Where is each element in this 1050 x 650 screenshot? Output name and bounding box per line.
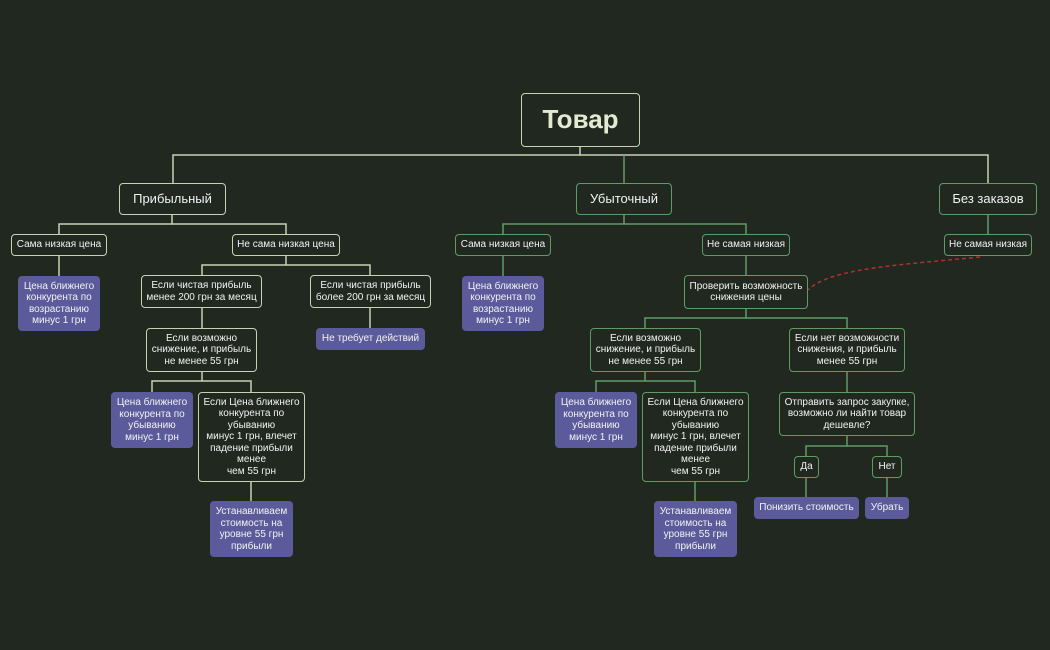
action-profitable-competitor-up[interactable]: Цена ближнего конкурента по возрастанию … bbox=[18, 276, 100, 331]
action-profitable-competitor-down[interactable]: Цена ближнего конкурента по убыванию мин… bbox=[111, 392, 193, 448]
action-lower-cost[interactable]: Понизить стоимость bbox=[754, 497, 859, 519]
node-unprofitable-not-lowest[interactable]: Не самая низкая bbox=[702, 234, 790, 256]
root-node[interactable]: Товар bbox=[521, 93, 640, 147]
node-no[interactable]: Нет bbox=[872, 456, 902, 478]
node-unprofitable-if-drop[interactable]: Если Цена ближнего конкурента по убывани… bbox=[642, 392, 749, 482]
node-profit-over-200[interactable]: Если чистая прибыль более 200 грн за мес… bbox=[310, 275, 431, 308]
node-purchase-request[interactable]: Отправить запрос закупке, возможно ли на… bbox=[779, 392, 915, 436]
node-profitable[interactable]: Прибыльный bbox=[119, 183, 226, 215]
node-unprofitable-cannot-reduce[interactable]: Если нет возможности снижения, и прибыль… bbox=[789, 328, 905, 372]
action-unprofitable-competitor-down[interactable]: Цена ближнего конкурента по убыванию мин… bbox=[555, 392, 637, 448]
node-check-price-reduction[interactable]: Проверить возможность снижения цены bbox=[684, 275, 808, 309]
action-unprofitable-competitor-up[interactable]: Цена ближнего конкурента по возрастанию … bbox=[462, 276, 544, 331]
node-profitable-if-drop[interactable]: Если Цена ближнего конкурента по убывани… bbox=[198, 392, 305, 482]
node-profitable-not-lowest[interactable]: Не сама низкая цена bbox=[232, 234, 340, 256]
node-unprofitable[interactable]: Убыточный bbox=[576, 183, 672, 215]
node-profitable-lowest[interactable]: Сама низкая цена bbox=[11, 234, 107, 256]
node-profit-under-200[interactable]: Если чистая прибыль менее 200 грн за мес… bbox=[141, 275, 262, 308]
node-unprofitable-lowest[interactable]: Сама низкая цена bbox=[455, 234, 551, 256]
node-no-orders[interactable]: Без заказов bbox=[939, 183, 1037, 215]
node-unprofitable-can-reduce[interactable]: Если возможно снижение, и прибыль не мен… bbox=[590, 328, 701, 372]
action-no-action-required[interactable]: Не требует действий bbox=[316, 328, 425, 350]
node-profitable-can-reduce[interactable]: Если возможно снижение, и прибыль не мен… bbox=[146, 328, 257, 372]
action-remove[interactable]: Убрать bbox=[865, 497, 909, 519]
node-no-orders-not-lowest[interactable]: Не самая низкая bbox=[944, 234, 1032, 256]
action-profitable-set-55[interactable]: Устанавливаем стоимость на уровне 55 грн… bbox=[210, 501, 293, 557]
action-unprofitable-set-55[interactable]: Устанавливаем стоимость на уровне 55 грн… bbox=[654, 501, 737, 557]
node-yes[interactable]: Да bbox=[794, 456, 819, 478]
